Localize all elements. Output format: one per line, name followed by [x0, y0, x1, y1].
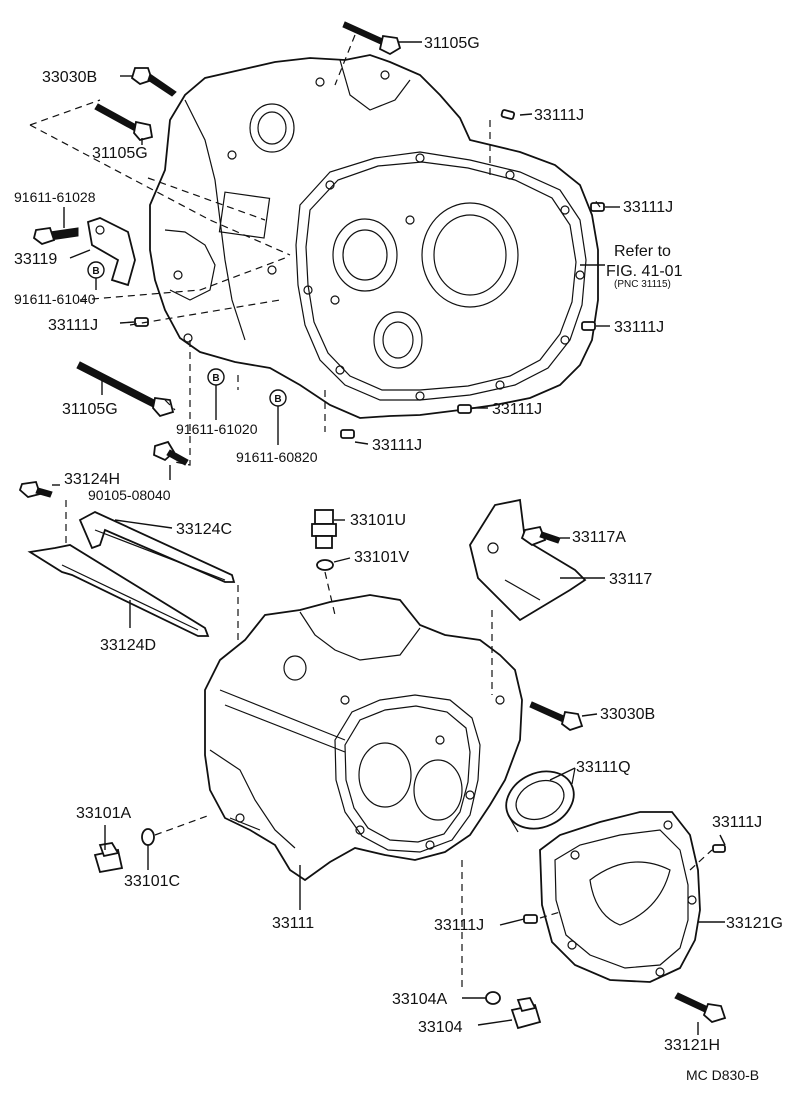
- label-33121G: 33121G: [726, 915, 783, 932]
- label-33124C: 33124C: [176, 521, 232, 538]
- label-33101C: 33101C: [124, 873, 180, 890]
- refer-line2: FIG. 41-01: [606, 263, 683, 280]
- case-cover: [539, 811, 701, 983]
- label-33119: 33119: [14, 251, 57, 268]
- stiffener-plates: [27, 510, 236, 637]
- label-33101U: 33101U: [350, 512, 406, 529]
- label-33117: 33117: [609, 571, 652, 588]
- label-31105G-bottom: 31105G: [62, 401, 118, 418]
- transaxle-case: [204, 594, 523, 882]
- label-33104A: 33104A: [392, 991, 447, 1008]
- label-33101A: 33101A: [76, 805, 131, 822]
- label-91611-61028: 91611-61028: [14, 189, 96, 205]
- label-33111J-right-low: 33111J: [492, 401, 542, 418]
- label-33121H: 33121H: [664, 1037, 720, 1054]
- label-90105-08040: 90105-08040: [88, 487, 171, 503]
- label-33111J-cover: 33111J: [712, 814, 762, 831]
- label-31105G-left: 31105G: [92, 145, 148, 162]
- bolt-marker-91611-60820: B: [269, 389, 287, 407]
- label-33117A: 33117A: [572, 529, 626, 546]
- svg-text:B: B: [212, 373, 219, 384]
- label-33124D: 33124D: [100, 637, 156, 654]
- leader-lines: [29, 34, 726, 1035]
- label-91611-61020: 91611-61020: [176, 421, 258, 437]
- label-33104: 33104: [418, 1019, 463, 1036]
- label-91611-61040: 91611-61040: [14, 291, 96, 307]
- label-33111J-bottom: 33111J: [372, 437, 422, 454]
- part-labels: 31105G 33030B 33111J 31105G 91611-61028 …: [14, 35, 783, 1083]
- label-31105G-top: 31105G: [424, 35, 480, 52]
- label-33111: 33111: [272, 915, 314, 932]
- bolt-marker-91611-61020: B: [207, 368, 225, 386]
- label-33111J-right-top: 33111J: [623, 199, 673, 216]
- label-33124H: 33124H: [64, 471, 120, 488]
- label-91611-60820: 91611-60820: [236, 449, 318, 465]
- label-33101V: 33101V: [354, 549, 409, 566]
- oil-seal: [505, 767, 576, 833]
- label-33030B-top: 33030B: [42, 69, 97, 86]
- refer-line3: (PNC 31115): [614, 279, 671, 290]
- bolt-marker-91611-61040: B: [87, 261, 105, 279]
- label-33111Q: 33111Q: [576, 759, 631, 776]
- refer-line1: Refer to: [614, 243, 671, 260]
- bracket-33117: [469, 498, 587, 622]
- label-33111J-top: 33111J: [534, 107, 584, 124]
- label-33111J-lower: 33111J: [434, 917, 484, 934]
- svg-text:B: B: [92, 266, 99, 277]
- label-33111J-right-mid: 33111J: [614, 319, 664, 336]
- label-33030B-lower: 33030B: [600, 706, 655, 723]
- clutch-housing: [149, 54, 599, 419]
- fasteners: [18, 21, 727, 1030]
- svg-text:B: B: [274, 394, 281, 405]
- figure-code: MC D830-B: [686, 1067, 759, 1083]
- label-33111J-left: 33111J: [48, 317, 98, 334]
